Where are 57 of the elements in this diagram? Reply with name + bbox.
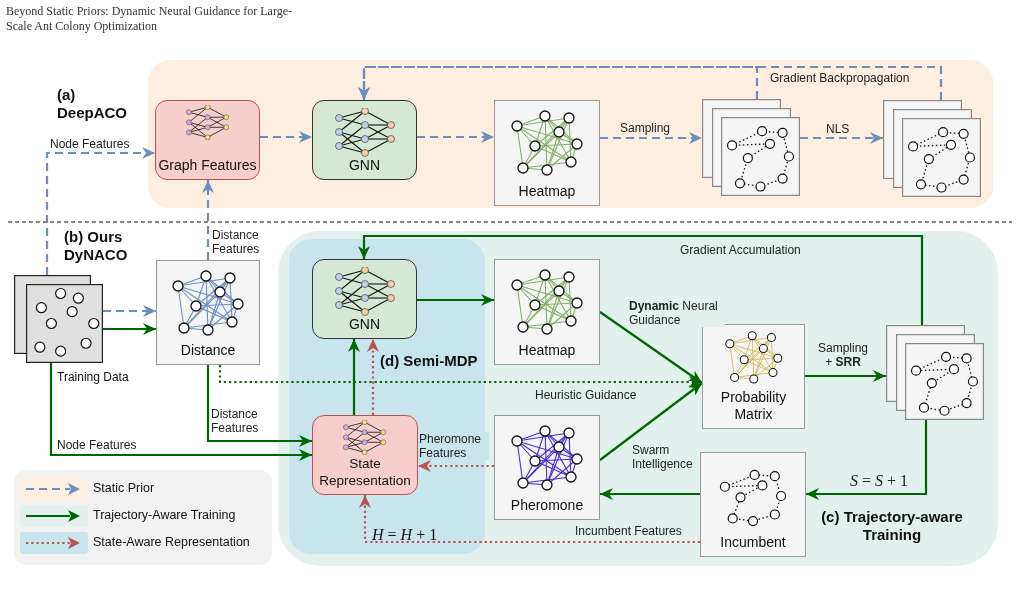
legend-text: Trajectory-Aware Training bbox=[93, 508, 236, 522]
graph-box bbox=[494, 100, 600, 206]
arrow bbox=[359, 495, 700, 544]
legend-text: State-Aware Representation bbox=[93, 535, 250, 549]
graph-box bbox=[494, 415, 600, 520]
arrow bbox=[599, 311, 703, 384]
node-label: Distance bbox=[179, 342, 237, 359]
arrow bbox=[806, 420, 928, 500]
network-box bbox=[312, 415, 418, 495]
network-box bbox=[155, 100, 260, 180]
caption-text: Training Data bbox=[57, 370, 129, 384]
arrow bbox=[348, 339, 360, 415]
graph-box bbox=[156, 260, 260, 365]
node-label: Pheromone bbox=[509, 497, 585, 514]
arrow bbox=[599, 382, 703, 461]
arrow bbox=[417, 294, 494, 306]
node-label: Heatmap bbox=[517, 183, 577, 200]
section-panel bbox=[278, 231, 998, 566]
arrow bbox=[49, 363, 312, 461]
node-label: Graph Features bbox=[157, 157, 258, 174]
arrow bbox=[218, 365, 702, 388]
arrow bbox=[417, 131, 494, 143]
equation-label: H = H + 1 bbox=[372, 526, 439, 544]
section-panel bbox=[289, 239, 485, 554]
arrow bbox=[206, 365, 312, 447]
edge-label: Pheromone Features bbox=[419, 432, 489, 460]
panel-heading: (c) Trajectory-aware Training bbox=[820, 508, 964, 544]
node-label: Heatmap bbox=[517, 342, 577, 359]
node-label: GNN bbox=[347, 316, 382, 333]
arrow bbox=[45, 147, 155, 275]
arrow bbox=[805, 370, 886, 382]
node-label: Incumbent bbox=[719, 534, 787, 551]
tour-box bbox=[700, 452, 806, 557]
network-box bbox=[312, 259, 417, 339]
section-heading: (b) Ours DyNACO bbox=[64, 228, 129, 264]
legend-text: Static Prior bbox=[93, 481, 155, 495]
arrow bbox=[260, 131, 312, 143]
arrow bbox=[358, 65, 943, 100]
panel-heading: (a) DeepACO bbox=[57, 86, 128, 122]
graph-box bbox=[494, 259, 600, 365]
node-label: Probability Matrix bbox=[719, 389, 788, 423]
network-box bbox=[312, 100, 417, 180]
arrow bbox=[600, 488, 700, 500]
page-header: Beyond Static Priors: Dynamic Neural Guidance for Large-Scale Ant Colony Optimization bbox=[6, 4, 294, 34]
node-label: GNN bbox=[347, 157, 382, 174]
arrow bbox=[367, 339, 379, 415]
panel-heading: (d) Semi-MDP bbox=[380, 352, 479, 370]
arrow bbox=[800, 132, 883, 144]
edge-label: Dynamic Neural Guidance bbox=[629, 299, 725, 327]
arrow bbox=[418, 460, 494, 472]
arrow bbox=[103, 323, 156, 335]
arrow bbox=[600, 132, 702, 144]
graph-box bbox=[702, 324, 805, 429]
arrow bbox=[103, 305, 156, 317]
arrow bbox=[358, 234, 924, 325]
node-label: State Representation bbox=[318, 455, 412, 489]
arrow bbox=[202, 180, 214, 260]
